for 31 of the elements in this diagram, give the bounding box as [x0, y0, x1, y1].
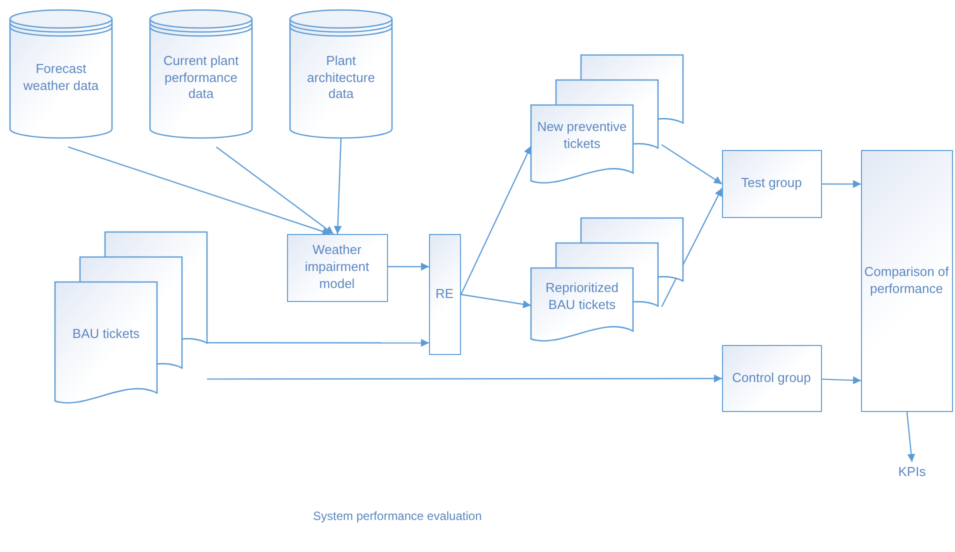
- node-label: Comparison of performance: [863, 264, 950, 298]
- arrow: [661, 188, 723, 308]
- process-box: [429, 234, 461, 355]
- process-box: [861, 150, 953, 412]
- process-box: [287, 234, 388, 302]
- node-label: Plant architecture data: [306, 52, 376, 104]
- arrow: [388, 262, 429, 271]
- arrow: [822, 180, 861, 188]
- arrow: [207, 374, 722, 382]
- arrow: [460, 146, 532, 295]
- node-label: Forecast weather data: [22, 61, 100, 95]
- caption: System performance evaluation: [313, 509, 482, 523]
- arrow: [68, 146, 331, 236]
- node-label: BAU tickets: [72, 326, 140, 343]
- arrow: [661, 144, 722, 184]
- arrow: [906, 412, 916, 462]
- node-label: Weather impairment model: [304, 242, 370, 293]
- process-box: [722, 345, 822, 412]
- node-label: Control group: [732, 370, 811, 386]
- arrow: [334, 138, 342, 234]
- arrow: [207, 338, 429, 347]
- node-label: Test group: [741, 175, 802, 192]
- arrow: [460, 294, 532, 308]
- node-label: KPIs: [898, 464, 926, 480]
- node-label: RE: [435, 286, 454, 302]
- node-label: Reprioritized BAU tickets: [544, 280, 620, 314]
- arrow: [822, 376, 862, 384]
- node-label: Current plant performance data: [162, 52, 240, 104]
- arrow: [216, 146, 334, 234]
- process-box: [722, 150, 822, 218]
- node-label: New preventive tickets: [536, 119, 628, 153]
